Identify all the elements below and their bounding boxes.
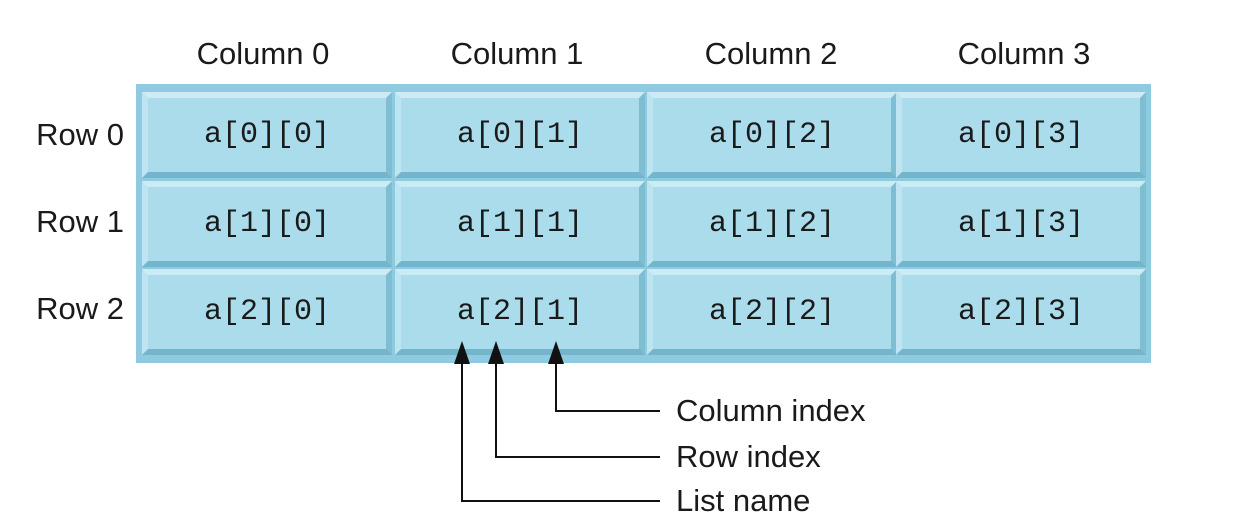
row-index-arrowhead bbox=[488, 341, 504, 364]
column-header-2: Column 2 bbox=[704, 36, 838, 71]
cell-1-2: a[1][2] bbox=[647, 181, 897, 267]
cell-0-1: a[0][1] bbox=[395, 92, 645, 178]
list-name-arrowhead bbox=[454, 341, 470, 364]
column-header-0: Column 0 bbox=[196, 36, 330, 71]
list-name-label: List name bbox=[676, 483, 811, 518]
column-index-arrowhead bbox=[548, 341, 564, 364]
cell-1-0: a[1][0] bbox=[142, 181, 392, 267]
row-header-2: Row 2 bbox=[36, 291, 124, 326]
cell-1-1: a[1][1] bbox=[395, 181, 645, 267]
row-header-0: Row 0 bbox=[36, 117, 124, 152]
column-header-1: Column 1 bbox=[450, 36, 584, 71]
column-header-3: Column 3 bbox=[957, 36, 1091, 71]
row-index-label: Row index bbox=[676, 439, 821, 474]
column-index-label: Column index bbox=[676, 393, 866, 428]
cell-0-0: a[0][0] bbox=[142, 92, 392, 178]
list-name-connector bbox=[461, 352, 660, 502]
row-index-connector bbox=[495, 352, 660, 458]
row-header-1: Row 1 bbox=[36, 204, 124, 239]
cell-2-0: a[2][0] bbox=[142, 269, 392, 355]
cell-2-1: a[2][1] bbox=[395, 269, 645, 355]
column-index-connector bbox=[555, 352, 660, 412]
cell-2-3: a[2][3] bbox=[896, 269, 1146, 355]
cell-1-3: a[1][3] bbox=[896, 181, 1146, 267]
cell-0-2: a[0][2] bbox=[647, 92, 897, 178]
cell-2-2: a[2][2] bbox=[647, 269, 897, 355]
cell-0-3: a[0][3] bbox=[896, 92, 1146, 178]
